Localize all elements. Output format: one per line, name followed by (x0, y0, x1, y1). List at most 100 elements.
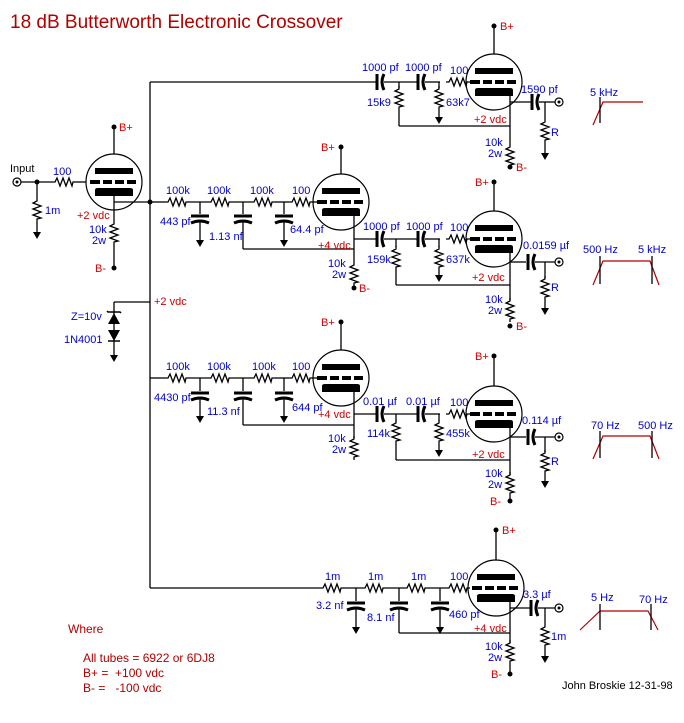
lp1-cathode-r: 10k (328, 258, 346, 270)
ml-bminus: B- (490, 496, 501, 508)
ml-bplus: B+ (475, 351, 489, 363)
ml-c1: 0.01 µf (363, 396, 398, 408)
zener-node-voltage: +2 vdc (154, 296, 187, 308)
notes-line-1: All tubes = 6922 or 6DJ8 (83, 651, 215, 665)
ml-grid-r: 100 (450, 397, 468, 409)
cathode-resistor-rating: 2w (92, 235, 106, 247)
grid-resistor-value: 100 (53, 166, 71, 178)
ml-r2: 455k (446, 428, 470, 440)
ml-r1: 114k (367, 428, 391, 440)
high-output-cap-value: 1590 pf (521, 84, 559, 96)
mid-low-tube-icon (465, 385, 523, 443)
cathode-resistor-icon (109, 220, 119, 246)
high-cap-2-value: 1000 pf (405, 62, 443, 74)
low-output-cap: 3.3 µf (523, 589, 552, 601)
low-bminus: B- (491, 669, 502, 681)
input-bplus-label: B+ (119, 122, 133, 134)
high-response-label: 5 kHz (590, 87, 618, 99)
high-bplus-label: B+ (500, 21, 514, 33)
mh-resp-label-2: 5 kHz (638, 244, 666, 256)
input-jack-icon[interactable] (12, 177, 22, 187)
cathode-resistor-value: 10k (89, 224, 107, 236)
notes-heading: Where (68, 622, 104, 636)
low-c2: 8.1 nf (367, 612, 395, 624)
lp1-c2: 1.13 nf (209, 231, 244, 243)
lp2-r1: 100k (166, 361, 190, 373)
ml-cathode-r: 10k (485, 468, 503, 480)
lp2-cathode-r: 10k (328, 433, 346, 445)
high-load-label: R (551, 127, 559, 139)
low-cathode-voltage: +4 vdc (474, 623, 507, 635)
ml-resp-label-1: 70 Hz (591, 420, 620, 432)
low-load: 1m (551, 631, 566, 643)
input-bminus-label: B- (95, 263, 106, 275)
low-channel: 1m 1m 1m 100 3.2 nf 8.1 nf 460 pf B+ 3.3… (150, 525, 668, 681)
lp1-cathode-voltage: +4 vdc (318, 240, 351, 252)
input-label: Input (10, 163, 34, 175)
diode-label: 1N4001 (64, 334, 103, 346)
mh-grid-r: 100 (450, 222, 468, 234)
lowpass-2: 100k 100k 100k 100 4430 pf 11.3 nf 644 p… (150, 317, 370, 461)
lp1-bplus: B+ (321, 142, 335, 154)
lowpass-1: 100k 100k 100k 100 443 pf 1.13 nf 64.4 p… (150, 142, 370, 295)
mid-low-response-curve: 70 Hz 500 Hz (591, 420, 673, 460)
mh-cathode-r: 10k (485, 294, 503, 306)
lp2-c1: 4430 pf (154, 392, 192, 404)
lp2-r4: 100 (292, 361, 310, 373)
high-cathode-voltage: +2 vdc (474, 114, 507, 126)
low-cathode-r: 10k (485, 641, 503, 653)
grid-leak-resistor-icon (32, 197, 42, 223)
mh-load: R (551, 282, 559, 294)
low-c3: 460 pf (449, 609, 481, 621)
mh-output-cap: 0.0159 µf (523, 240, 570, 252)
low-c1: 3.2 nf (316, 600, 344, 612)
high-cathode-w: 2w (488, 148, 502, 160)
mid-low-output-jack-icon[interactable] (554, 432, 564, 442)
lp2-cathode-voltage: +4 vdc (318, 409, 351, 421)
lp2-tube-icon (312, 349, 370, 407)
lp2-r3: 100k (252, 361, 276, 373)
high-grid-resistor-value: 100 (450, 65, 468, 77)
mid-high-output-jack-icon[interactable] (554, 257, 564, 267)
mh-cathode-voltage: +2 vdc (472, 272, 505, 284)
zener-section: Z=10v 1N4001 +2 vdc (64, 296, 187, 362)
grid-resistor-icon (51, 177, 77, 187)
high-shunt-2-value: 63k7 (446, 97, 470, 109)
mh-c2: 1000 pf (406, 221, 444, 233)
lp1-tube-icon (312, 173, 370, 231)
ml-resp-label-2: 500 Hz (638, 420, 673, 432)
mid-low-channel: 0.01 µf 0.01 µf 114k 455k 100 B+ 0.114 µ… (354, 351, 673, 508)
low-r4: 100 (450, 571, 468, 583)
high-output-jack-icon[interactable] (554, 97, 564, 107)
lp1-r4: 100 (292, 185, 310, 197)
notes: Where All tubes = 6922 or 6DJ8 B+ = +100… (68, 622, 215, 695)
mh-bminus: B- (516, 321, 527, 333)
lp2-c2: 11.3 nf (207, 406, 241, 418)
mh-r1: 159k (367, 254, 391, 266)
ml-cathode-w: 2w (488, 479, 502, 491)
high-response-curve: 5 kHz (590, 87, 643, 126)
low-response-curve: 5 Hz 70 Hz (579, 592, 668, 631)
high-shunt-1-value: 15k9 (367, 97, 391, 109)
low-resp-label-2: 70 Hz (639, 594, 668, 606)
mid-high-tube-icon (465, 210, 523, 268)
lp2-bplus: B+ (321, 317, 335, 329)
high-cap-1-value: 1000 pf (362, 62, 400, 74)
lp1-r3: 100k (250, 185, 274, 197)
ml-cathode-voltage: +2 vdc (472, 449, 505, 461)
low-r2: 1m (368, 571, 383, 583)
low-cathode-w: 2w (488, 652, 502, 664)
mh-r2: 637k (446, 254, 470, 266)
low-r1: 1m (325, 571, 340, 583)
lp1-r1: 100k (166, 185, 190, 197)
low-r3: 1m (411, 571, 426, 583)
grid-leak-value: 1m (45, 205, 60, 217)
lp2-cathode-w: 2w (332, 444, 346, 456)
mh-c1: 1000 pf (363, 221, 401, 233)
low-bplus: B+ (502, 525, 516, 537)
low-output-jack-icon[interactable] (554, 603, 564, 613)
lp1-c3: 64.4 pf (290, 224, 325, 236)
lp1-bminus: B- (359, 283, 370, 295)
mh-bplus: B+ (475, 177, 489, 189)
